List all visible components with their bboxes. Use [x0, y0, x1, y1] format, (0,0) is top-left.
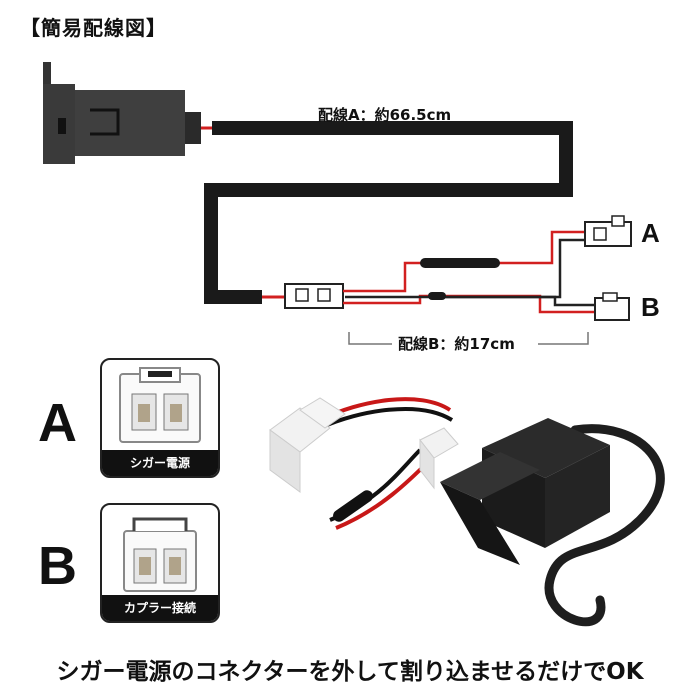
wire-a-cable	[204, 121, 573, 304]
wire-a-label: 配線A：約66.5cm	[318, 106, 452, 124]
connector-a-letter: A	[38, 393, 77, 453]
fuse-holder	[420, 258, 500, 268]
diagram-title: 【簡易配線図】	[20, 16, 167, 40]
switch-module	[43, 62, 201, 164]
connector-a-icon	[119, 367, 201, 443]
connector-b-card: カプラー接続	[100, 503, 220, 623]
end-label-b: B	[641, 292, 660, 322]
switch-photo	[440, 418, 610, 565]
connector-b-letter: B	[38, 536, 77, 596]
connector-b-end	[594, 292, 630, 321]
wiring-diagram	[43, 62, 632, 345]
connector-photo	[269, 397, 459, 493]
center-coupler	[284, 283, 344, 309]
connector-a-caption: シガー電源	[102, 450, 218, 476]
connector-b-icon	[123, 517, 197, 592]
end-label-a: A	[641, 218, 660, 248]
wire-b-label: 配線B：約17cm	[392, 333, 521, 354]
connector-b-caption: カプラー接続	[102, 595, 218, 621]
footer-caption: シガー電源のコネクターを外して割り込ませるだけでOK	[56, 659, 644, 685]
connector-a-card: シガー電源	[100, 358, 220, 478]
connector-a-end	[584, 215, 632, 247]
